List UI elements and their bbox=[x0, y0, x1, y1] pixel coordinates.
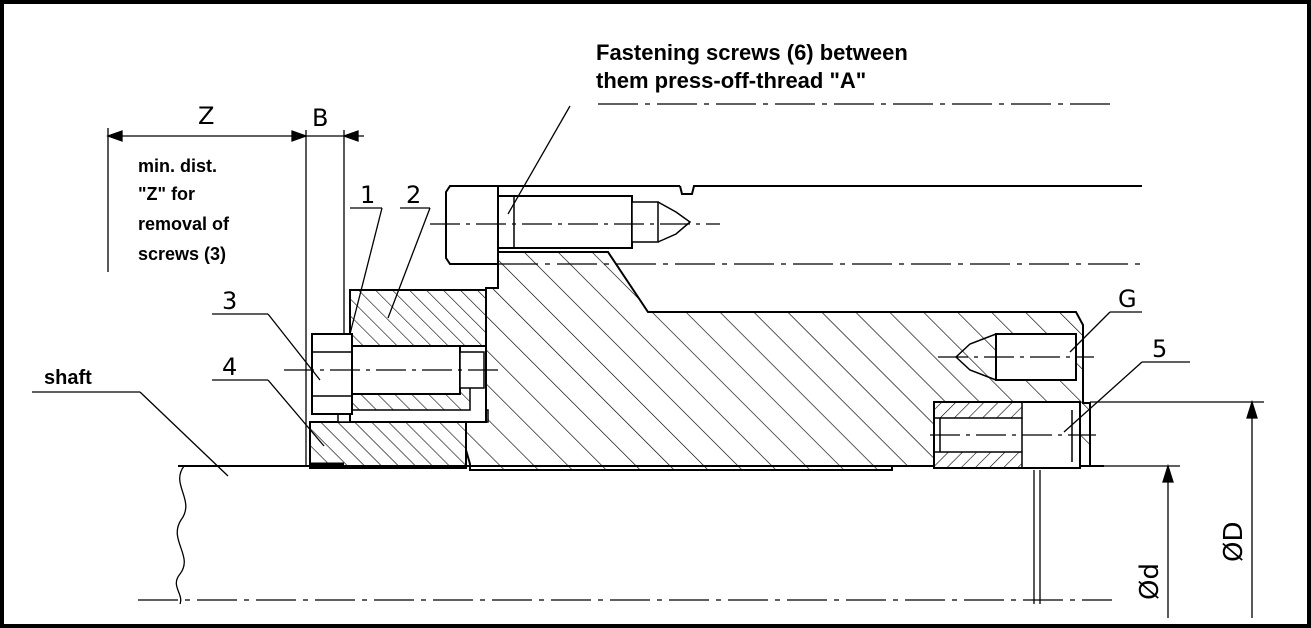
part-number-5: 5 bbox=[1152, 335, 1167, 363]
side-note-line1: min. dist. bbox=[138, 156, 217, 176]
shaft bbox=[138, 465, 1112, 605]
top-note-line2: them press-off-thread "A" bbox=[596, 68, 866, 93]
side-note-line4: screws (3) bbox=[138, 244, 226, 264]
dimension-od-small-line bbox=[1162, 463, 1174, 618]
part-3-screw bbox=[284, 333, 500, 415]
shaft-label: shaft bbox=[44, 367, 92, 389]
part-number-2: 2 bbox=[406, 181, 421, 209]
part-number-3: 3 bbox=[222, 287, 237, 315]
dimension-od-large-line bbox=[1246, 399, 1258, 618]
side-note-line3: removal of bbox=[138, 214, 230, 234]
thread-g bbox=[938, 333, 1094, 381]
dimension-b-line bbox=[305, 130, 364, 466]
side-note-line2: "Z" for bbox=[138, 184, 195, 204]
part-number-g: G bbox=[1118, 285, 1137, 313]
dimension-z-label: Z bbox=[198, 102, 214, 130]
leader-lines bbox=[32, 105, 1190, 477]
part-5-assembly bbox=[930, 401, 1096, 469]
dimension-od-small-label: Ød bbox=[1135, 563, 1165, 600]
dimension-b-label: B bbox=[312, 104, 328, 132]
part-number-4: 4 bbox=[222, 353, 237, 381]
dimension-od-large-label: ØD bbox=[1219, 522, 1249, 563]
dimension-z-line bbox=[106, 128, 308, 272]
top-note-line1: Fastening screws (6) between bbox=[596, 40, 908, 65]
part-number-1: 1 bbox=[360, 181, 375, 209]
